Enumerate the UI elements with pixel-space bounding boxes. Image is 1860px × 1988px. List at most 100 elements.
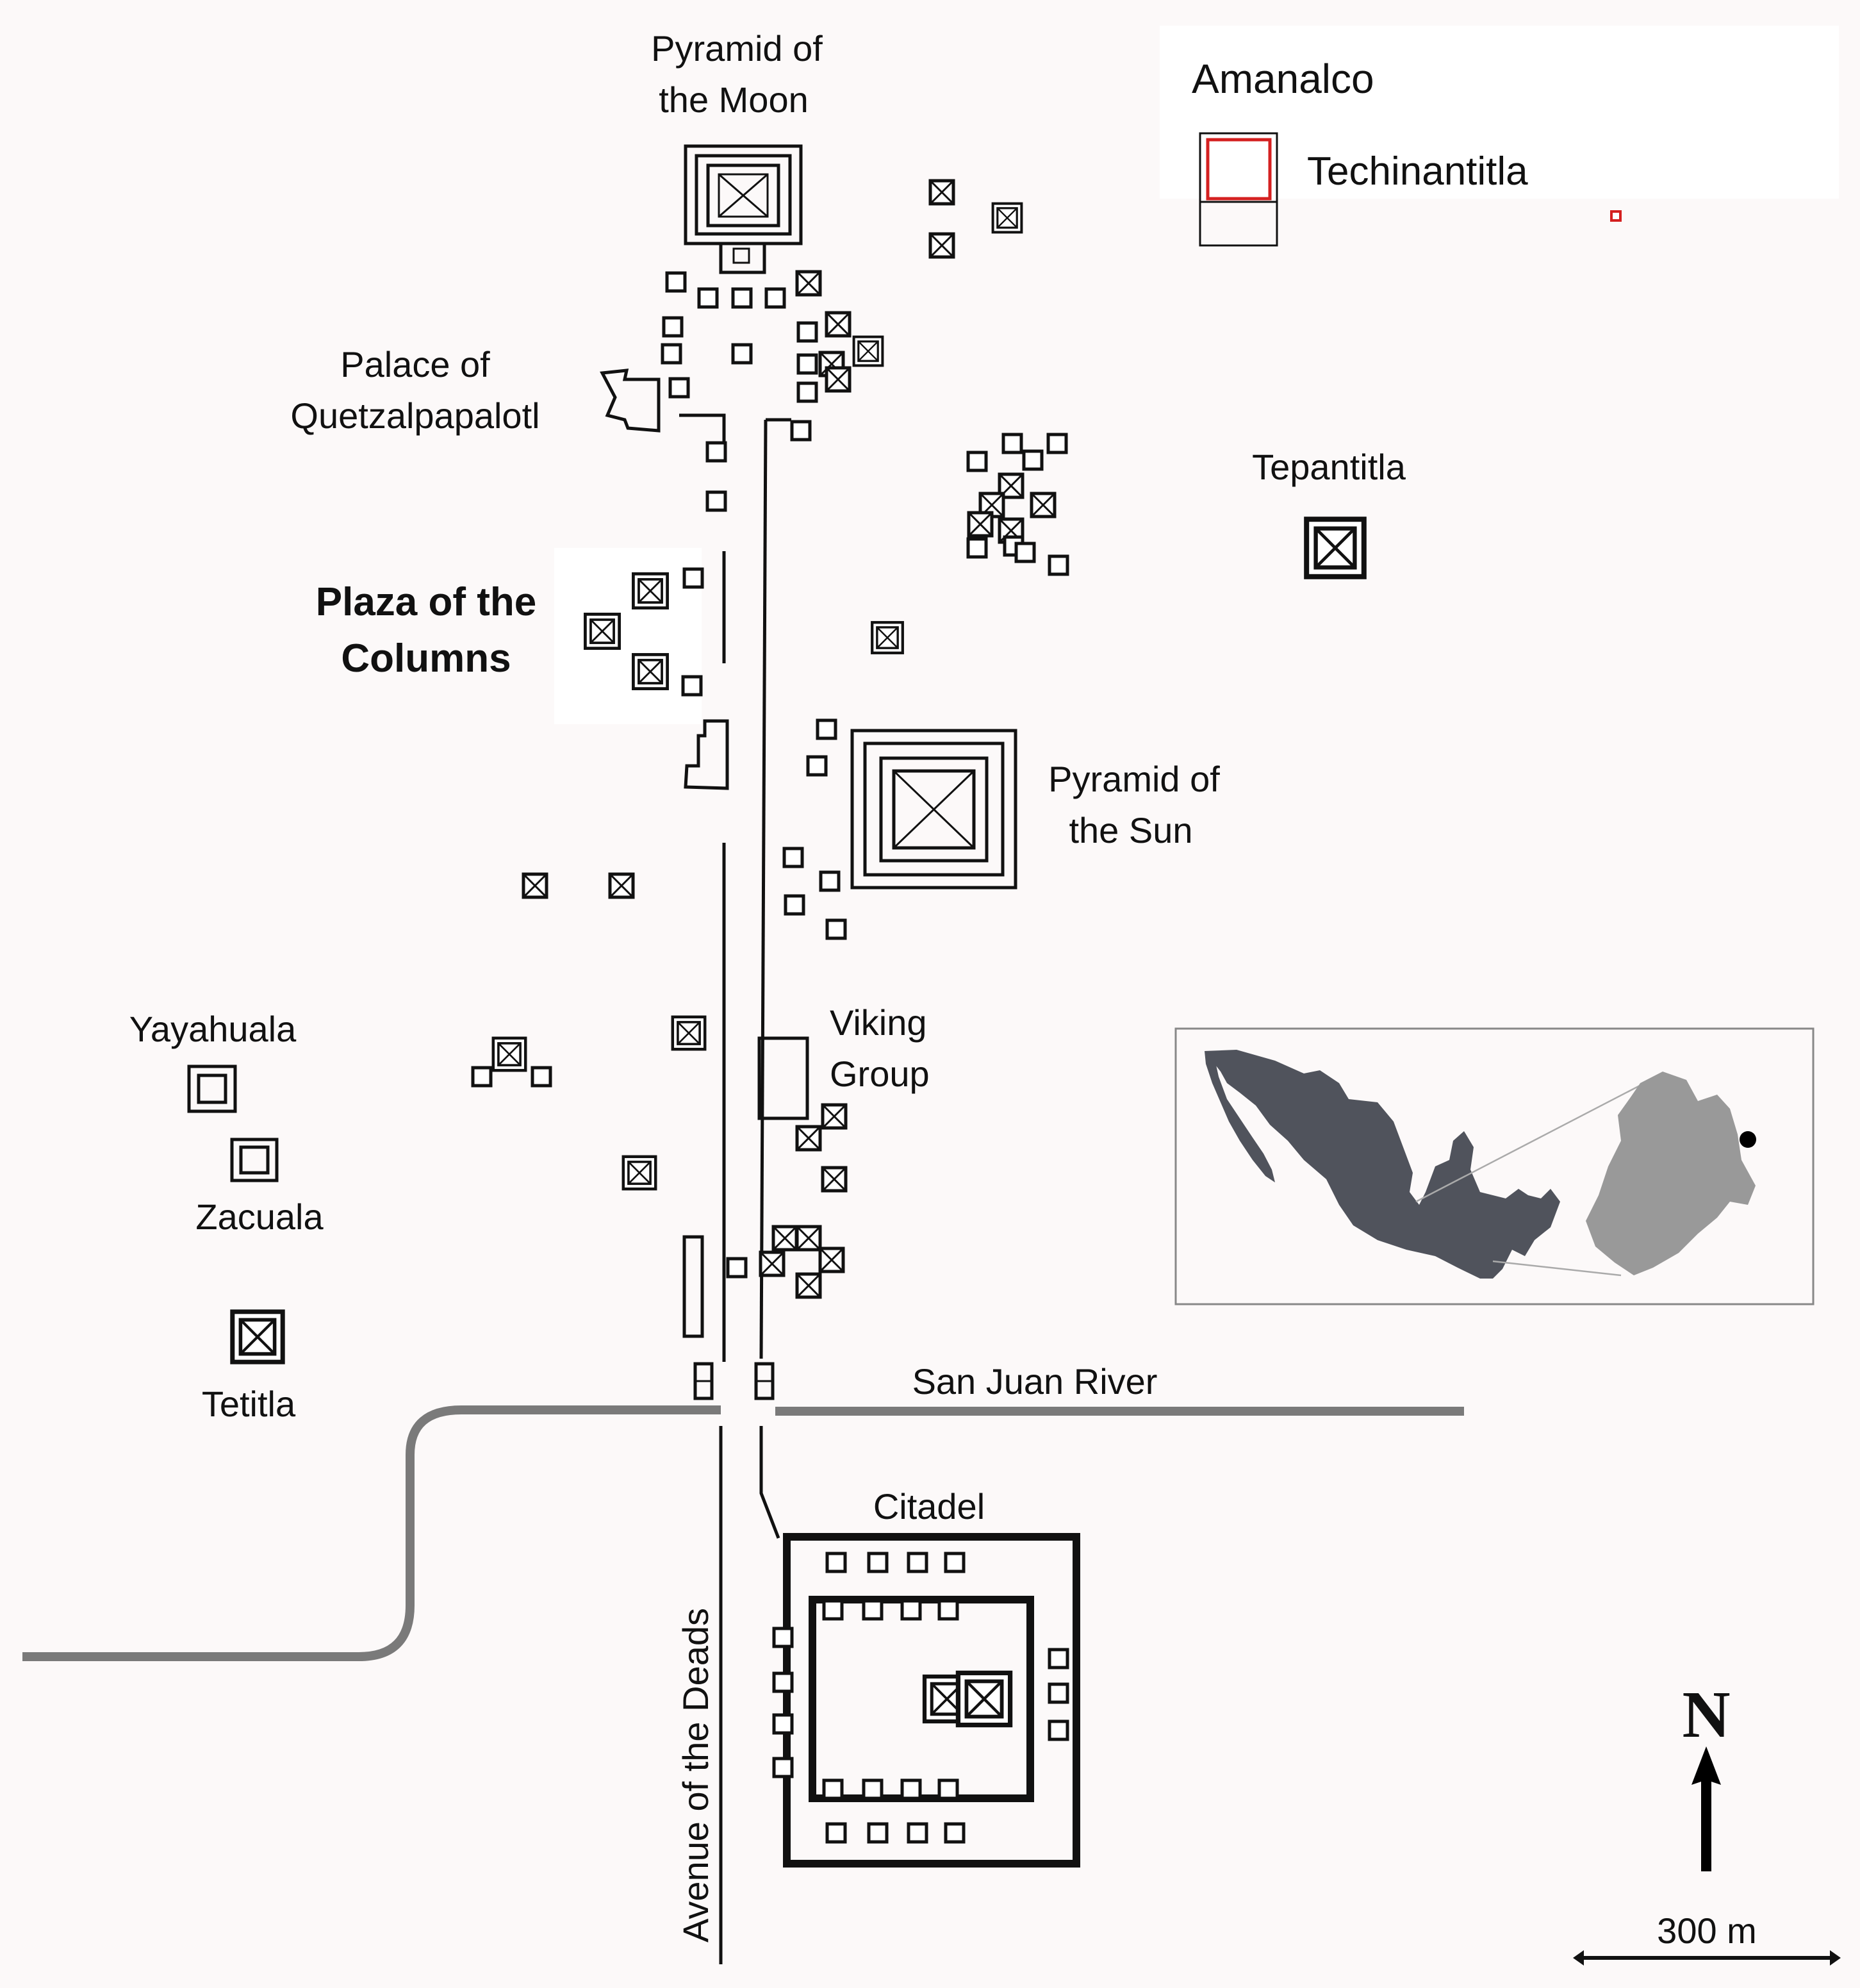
small-structure [733,289,751,307]
small-structure [827,1553,845,1571]
small-structure [902,1780,920,1798]
legend-title-amanalco: Amanalco [1192,56,1374,102]
inset-connector-lines [1415,1074,1660,1277]
legend-backdrop [1160,26,1839,199]
small-structure [864,1780,882,1798]
scale-bar: 300 m [1573,1910,1841,1966]
small-structure [946,1824,964,1842]
legend-label-techinantitla: Techinantitla [1307,149,1528,194]
label-pyramid-sun-line1: Pyramid of [1048,759,1220,799]
legend-swatch-techinantitla [1206,138,1272,201]
structure-marker [761,1252,784,1275]
small-structure [902,1601,920,1619]
techinantitla-location-marker [1610,210,1622,222]
structure-marker [1032,493,1055,517]
legend-box-outer [1199,132,1278,247]
structure-marker [797,1274,820,1297]
small-structure [968,452,986,470]
small-structure [728,1259,746,1277]
structure-marker [872,622,903,653]
structure-marker [823,1168,846,1191]
small-structure [939,1780,957,1798]
small-structure [824,1601,842,1619]
pyramid-of-the-sun [850,729,1017,890]
small-structure [766,289,784,307]
structure-marker [823,1105,846,1128]
small-structure [1024,451,1042,469]
small-structure [821,872,839,890]
small-structure [1016,543,1034,561]
structure-marker [827,368,850,391]
label-pyramid-sun-line2: the Sun [1069,810,1192,850]
small-structure [667,273,685,291]
label-yayahuala: Yayahuala [129,1009,297,1049]
structure-marker [969,513,992,536]
label-tepantitla: Tepantitla [1252,447,1406,487]
inset-mexico-country [1205,1050,1560,1279]
small-structure [798,383,816,401]
tepantitla-structure [1306,519,1364,577]
small-structure [733,345,751,363]
river-crossing-platforms [693,1362,775,1400]
legend: Amanalco Techinantitla [1192,56,1622,247]
scale-bar-label: 300 m [1657,1910,1757,1951]
structure-marker [610,874,633,897]
structure-marker [993,204,1022,233]
structure-marker [797,1127,820,1150]
plaza-label-backdrop [554,548,702,724]
structure-marker [958,1673,1010,1725]
small-structure [664,318,682,336]
structure-marker [523,874,547,897]
label-palace-line2: Quetzalpapalotl [290,395,539,436]
structure-marker [930,181,953,204]
zacuala-structure [230,1138,279,1182]
small-structure [663,345,680,363]
small-structure [683,677,701,695]
small-structure [532,1068,550,1086]
structure-marker [633,654,667,688]
structure-marker [820,1248,843,1271]
small-structure [792,422,810,440]
label-plaza-line1: Plaza of the [316,580,537,624]
small-structure [699,289,717,307]
small-structure [818,720,835,738]
label-plaza-line2: Columns [341,636,511,681]
small-structure [774,1673,792,1691]
label-avenue-of-the-deads: Avenue of the Deads [675,1608,716,1942]
small-structure [968,539,986,557]
label-tetitla: Tetitla [202,1384,296,1424]
yayahuala-structure [187,1064,237,1113]
inset-location-dot [1740,1131,1756,1148]
small-structure [1003,435,1021,452]
inset-state-shape [1586,1072,1756,1275]
small-structure [1049,1650,1067,1668]
tetitla-structure [233,1312,283,1362]
plaza-structure [684,719,729,790]
structure-marker [633,574,667,608]
inset-map-mexico [1174,1027,1815,1305]
structure-marker [797,272,820,295]
small-structure [1048,435,1066,452]
avenue-of-the-deads [679,413,791,1964]
san-juan-river [22,1405,1464,1661]
north-arrow: N [1682,1678,1731,1871]
small-structure [869,1824,887,1842]
small-structure [774,1759,792,1777]
structure-marker [623,1157,655,1189]
small-structure [670,379,688,397]
label-citadel: Citadel [873,1486,985,1527]
small-structure [827,920,845,938]
label-palace-line1: Palace of [340,344,490,385]
small-structure [939,1601,957,1619]
small-structure [774,1715,792,1733]
north-arrow-label: N [1682,1678,1730,1752]
palace-of-quetzalpapalotl [600,369,661,433]
small-structure [909,1824,926,1842]
small-structure [946,1553,964,1571]
label-pyramid-moon-line2: the Moon [659,79,809,120]
label-zacuala: Zacuala [195,1197,324,1237]
viking-group-structure [757,1036,809,1120]
small-structure [707,443,725,461]
small-structure [909,1553,926,1571]
